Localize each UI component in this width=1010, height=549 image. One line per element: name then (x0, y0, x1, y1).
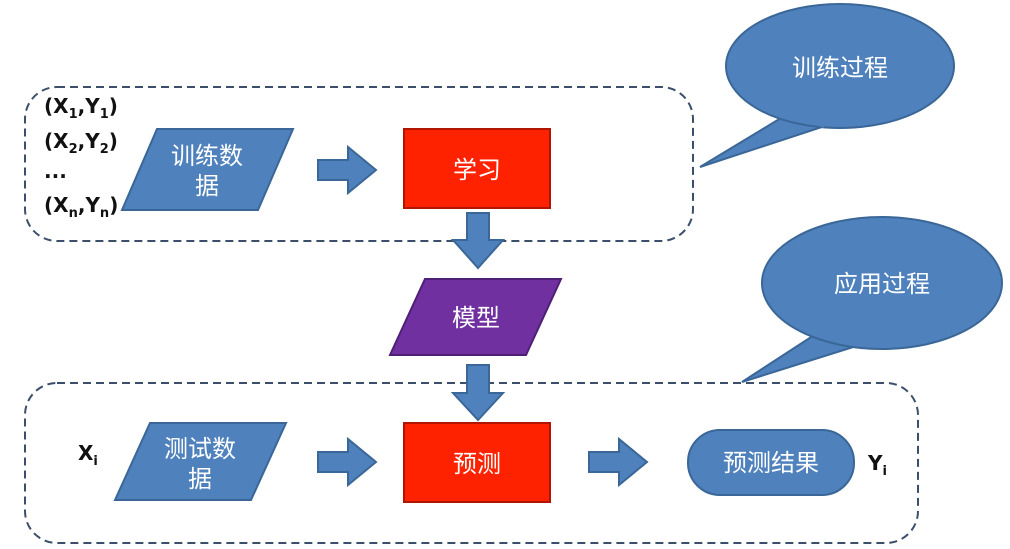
test-data-node: 测试数 据 (113, 422, 288, 501)
application-group-box (24, 382, 919, 544)
predict-node: 预测 (403, 422, 551, 503)
result-label: 预测结果 (723, 449, 819, 477)
learn-node: 学习 (403, 128, 551, 209)
output-label: Yi (867, 451, 887, 479)
arrow-right-icon (317, 144, 378, 196)
arrow-down-icon (450, 364, 506, 422)
training-data-line1: 训练数 (171, 142, 243, 170)
pair-2: (X2,Y2) (44, 129, 118, 157)
training-callout: 训练过程 (699, 3, 955, 168)
training-data-line2: 据 (195, 172, 219, 200)
result-node: 预测结果 (687, 429, 855, 496)
application-callout-text: 应用过程 (834, 270, 930, 298)
pair-n: (Xn,Yn) (44, 193, 118, 221)
predict-label: 预测 (453, 450, 501, 478)
training-pairs: (X1,Y1) (X2,Y2) ... (Xn,Yn) (44, 94, 118, 221)
arrow-right-icon (588, 436, 649, 488)
application-callout: 应用过程 (741, 216, 1003, 383)
test-data-line1: 测试数 (164, 435, 236, 463)
training-callout-text: 训练过程 (792, 54, 888, 82)
input-label: Xi (78, 441, 98, 469)
model-label: 模型 (452, 304, 500, 332)
arrow-right-icon (317, 436, 378, 488)
pair-ellipsis: ... (44, 159, 67, 183)
pair-1: (X1,Y1) (44, 94, 118, 122)
training-group-box (24, 86, 694, 242)
model-node: 模型 (388, 278, 563, 356)
learn-label: 学习 (453, 156, 501, 184)
arrow-down-icon (450, 212, 506, 270)
test-data-line2: 据 (188, 465, 212, 493)
training-data-node: 训练数 据 (120, 128, 295, 211)
